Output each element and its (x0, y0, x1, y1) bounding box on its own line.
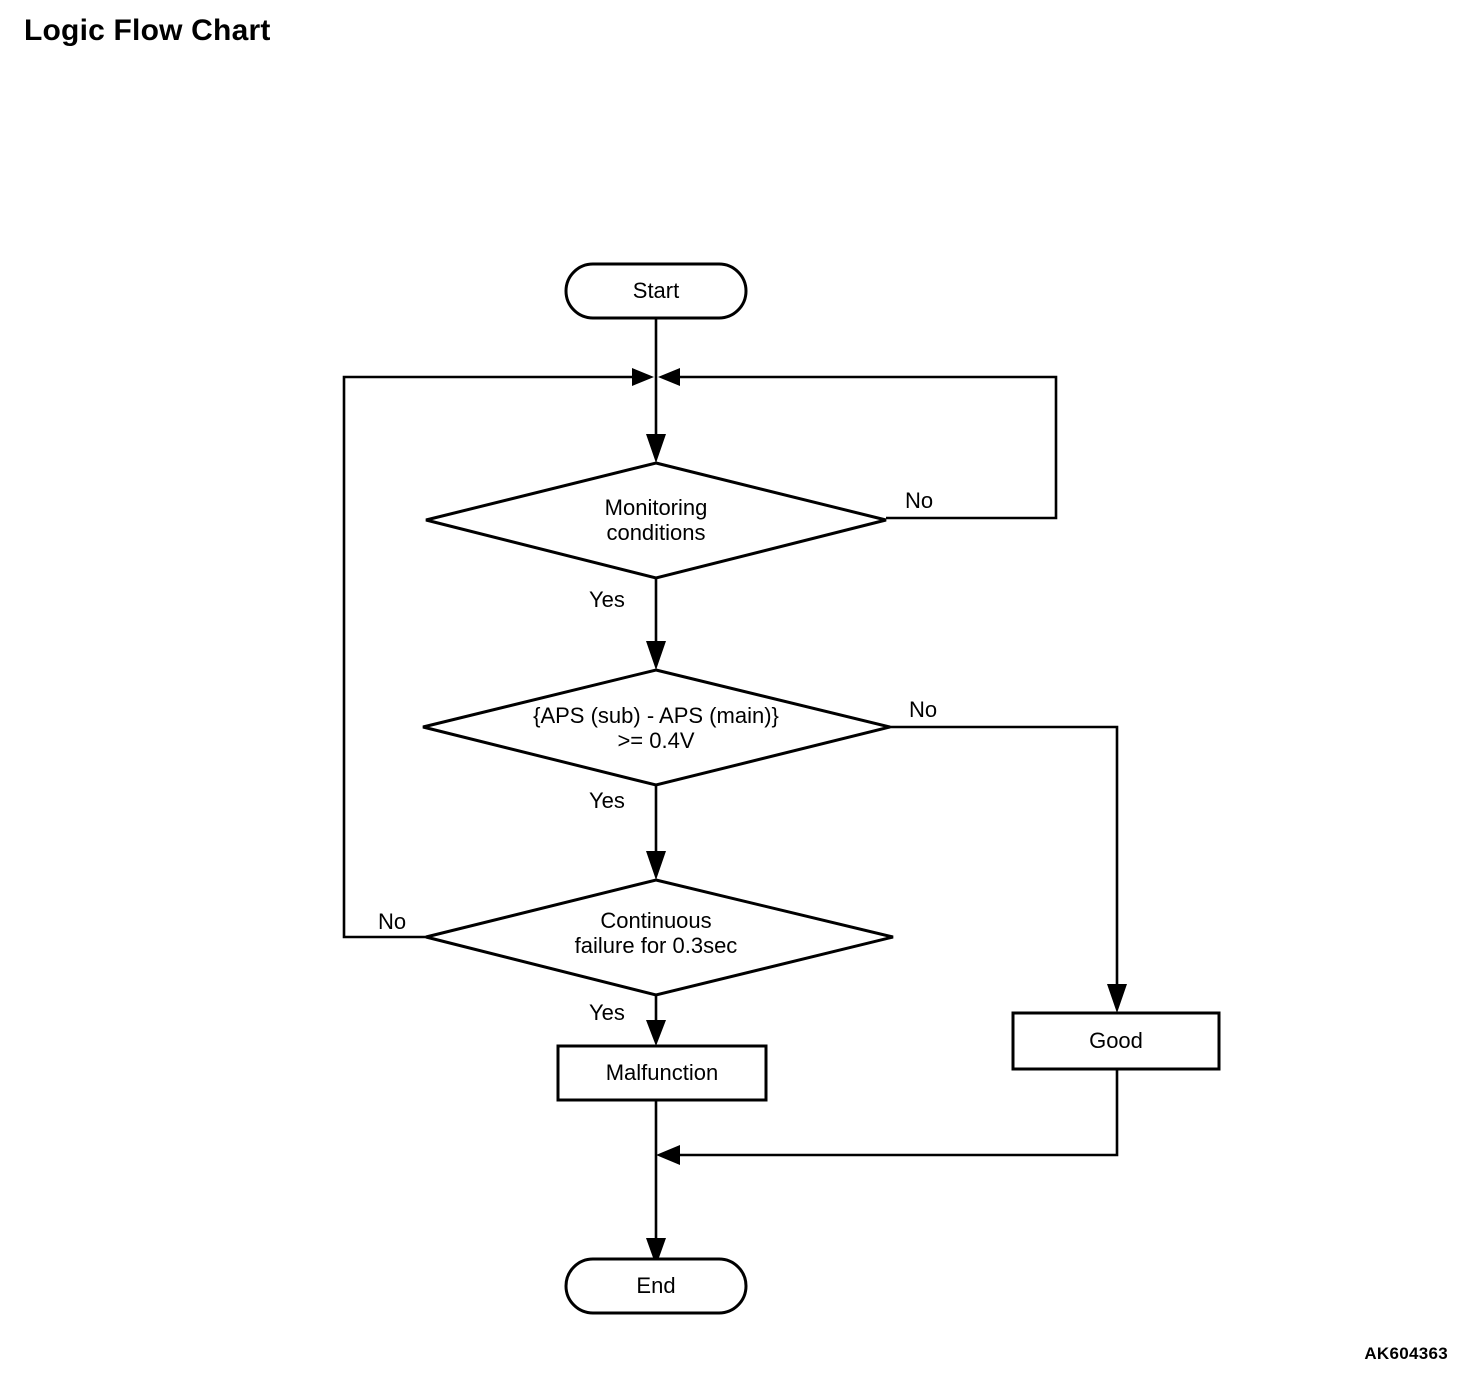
node-start-label: Start (633, 278, 679, 303)
edge-label-monitoring-no: No (905, 488, 933, 513)
edge-label-monitoring-yes: Yes (589, 587, 625, 612)
arrowhead-loop-right-merge (658, 368, 680, 386)
edge-label-aps-yes: Yes (589, 788, 625, 813)
node-end-label: End (636, 1273, 675, 1298)
node-continuous-failure[interactable] (425, 878, 894, 997)
node-good-label: Good (1089, 1028, 1143, 1053)
node-malfunction[interactable] (556, 1044, 768, 1102)
arrowhead-to-malfunction (646, 1020, 666, 1046)
node-end[interactable] (564, 1257, 748, 1315)
connector-monitoring-no-loopback (680, 375, 1058, 520)
node-monitoring-label-line2: conditions (606, 520, 705, 545)
node-continuous-label-line1: Continuous (600, 908, 711, 933)
node-good[interactable] (1011, 1011, 1221, 1071)
connector-aps-no-to-good (890, 725, 1119, 1005)
arrowhead-loop-left-merge (632, 368, 654, 386)
connector-continuous-no-loopback (342, 375, 632, 939)
arrowhead-to-aps (646, 641, 666, 670)
node-start[interactable] (564, 262, 748, 320)
edge-label-continuous-no: No (378, 909, 406, 934)
arrowhead-good-merge (656, 1145, 680, 1165)
node-malfunction-label: Malfunction (606, 1060, 719, 1085)
edge-label-continuous-yes: Yes (589, 1000, 625, 1025)
arrowhead-to-good (1107, 984, 1127, 1013)
figure-code: AK604363 (1364, 1344, 1448, 1363)
node-monitoring-label-line1: Monitoring (605, 495, 708, 520)
node-aps-comparison[interactable] (422, 668, 891, 787)
arrowhead-to-end (646, 1238, 666, 1266)
arrowhead-to-monitoring (646, 434, 666, 463)
node-aps-label-line2: >= 0.4V (617, 728, 694, 753)
node-continuous-label-line2: failure for 0.3sec (575, 933, 738, 958)
node-monitoring-conditions[interactable] (425, 461, 887, 580)
connector-good-to-end-merge (672, 1069, 1119, 1157)
node-aps-label-line1: {APS (sub) - APS (main)} (533, 703, 779, 728)
edge-label-aps-no: No (909, 697, 937, 722)
arrowhead-to-continuous (646, 851, 666, 880)
page-title: Logic Flow Chart (24, 14, 271, 47)
